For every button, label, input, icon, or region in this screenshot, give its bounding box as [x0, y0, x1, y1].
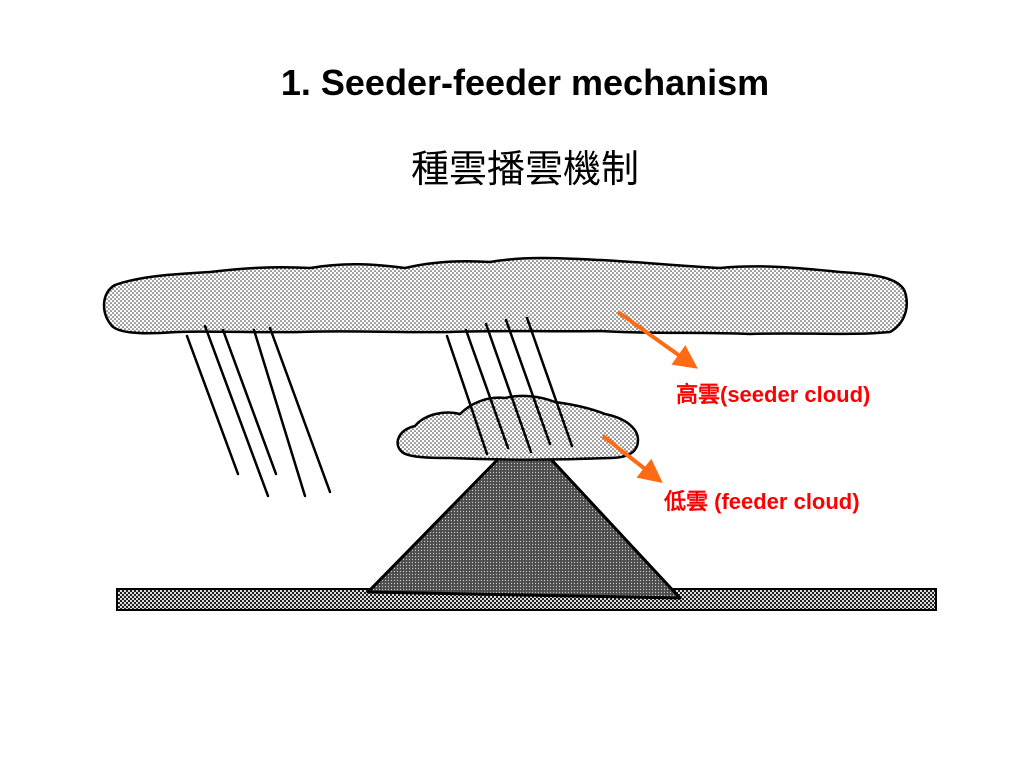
seeder-cloud: [102, 256, 908, 336]
mountain: [366, 450, 682, 600]
slide-title: 1. Seeder-feeder mechanism: [280, 62, 770, 103]
seeder-cloud-label: 高雲(seeder cloud): [676, 382, 871, 407]
slide-subtitle: 種雲播雲機制: [410, 147, 639, 191]
feeder-arrow: [601, 434, 663, 483]
precipitation-center: [445, 316, 574, 456]
seeder-arrow: [616, 310, 698, 369]
precipitation-left: [185, 324, 332, 498]
feeder-cloud-label: 低雲 (feeder cloud): [664, 489, 860, 514]
feeder-cloud: [396, 394, 640, 461]
